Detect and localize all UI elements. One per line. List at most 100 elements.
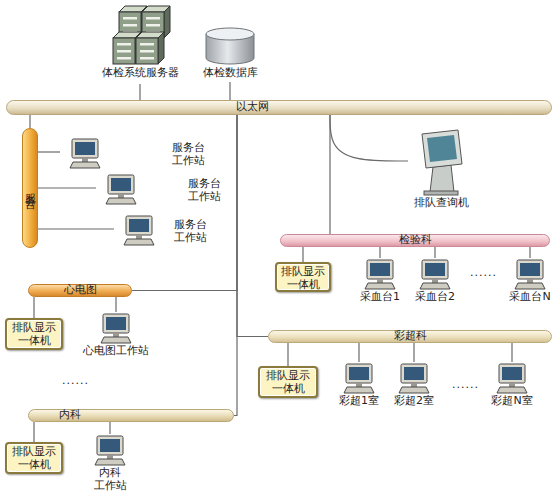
workstation: 服务台 工作站 [96, 173, 226, 207]
department-band: 彩超科 [268, 330, 552, 343]
kiosk-screen [427, 135, 457, 162]
keyboard [365, 283, 395, 289]
network-cable [38, 187, 96, 188]
network-bus: 以太网 [6, 100, 552, 115]
node-label: 排队显示 一体机 [260, 369, 316, 395]
server-front [136, 38, 158, 64]
monitor-stand [82, 158, 88, 162]
drive-bay [140, 57, 154, 60]
db-icon [195, 26, 265, 66]
network-cable [287, 343, 288, 366]
ellipsis-label: ...... [62, 374, 89, 387]
kiosk-pedestal [430, 165, 454, 192]
node-label: 服务台 工作站 [184, 177, 224, 203]
node-label: 服务台 工作站 [168, 141, 208, 167]
node-label: 服务台 工作站 [170, 218, 210, 244]
drive-bay [117, 57, 131, 60]
pc-icon [333, 362, 385, 394]
monitor-stand [107, 455, 113, 459]
keyboard [420, 283, 450, 289]
node-label: 检验科 [281, 234, 549, 245]
keyboard [124, 239, 154, 245]
monitor-stand [113, 333, 119, 337]
monitor-body [367, 260, 393, 279]
monitor-body [97, 436, 123, 455]
network-cable [29, 115, 30, 128]
network-cable [33, 297, 34, 318]
network-cable [358, 343, 359, 362]
workstation: 彩超N室 [486, 362, 538, 410]
department-band: 检验科 [280, 234, 550, 247]
monitor-body [103, 314, 129, 333]
monitor-body [422, 260, 448, 279]
drive-bay [146, 17, 160, 20]
drive-bay [140, 43, 154, 46]
node-label: 服务台 [23, 129, 37, 247]
node-label: 心电图 [29, 284, 131, 295]
server-side [158, 32, 164, 64]
workstation: 采血台N [505, 258, 555, 306]
monitor-screen [106, 317, 126, 330]
keyboard [101, 337, 131, 343]
monitor-stand [356, 383, 362, 387]
keyboard [399, 387, 429, 393]
network-cable [229, 82, 230, 100]
monitor-screen [425, 263, 445, 276]
monitor-stand [509, 383, 515, 387]
network-cable [511, 343, 512, 362]
monitor-screen [502, 367, 522, 380]
network-cable [302, 247, 303, 262]
monitor-stand [377, 279, 383, 283]
network-cable [237, 115, 268, 337]
pc-icon [505, 258, 555, 290]
node-label: 内科 [59, 409, 81, 420]
monitor-stand [527, 279, 533, 283]
ellipsis-label: ...... [452, 378, 479, 391]
monitor-body [346, 364, 372, 383]
node-label: 排队显示 一体机 [7, 445, 61, 471]
node-label: 体检数据库 [195, 66, 265, 79]
monitor-body [108, 175, 134, 194]
node-label: 采血台N [505, 290, 555, 303]
network-cable [434, 247, 435, 258]
monitor-stand [411, 383, 417, 387]
network-cable [413, 343, 414, 362]
database-top [206, 28, 254, 40]
pc-icon [80, 312, 152, 344]
monitor-body [499, 364, 525, 383]
workstation: 服务台 工作站 [60, 137, 210, 171]
network-cable [329, 115, 330, 234]
network-cable [330, 115, 408, 161]
network-cable [234, 115, 237, 416]
query-kiosk: 排队查询机 [408, 128, 474, 214]
department-band: 服务台 [22, 128, 38, 248]
keyboard [497, 387, 527, 393]
queue-display-box: 排队显示 一体机 [275, 262, 331, 292]
monitor-body [72, 139, 98, 158]
monitor-body [517, 260, 543, 279]
server-front [113, 38, 135, 64]
pc-icon [60, 137, 110, 171]
pc-icon [82, 434, 138, 466]
monitor-screen [129, 219, 149, 232]
monitor-body [126, 216, 152, 235]
kiosk-head [422, 130, 462, 168]
drive-bay [140, 50, 154, 53]
node-label: 采血台1 [355, 290, 405, 303]
monitor-screen [349, 367, 369, 380]
keyboard [344, 387, 374, 393]
node-label: 体检系统服务器 [95, 66, 185, 79]
node-label: 内科 工作站 [92, 466, 128, 492]
node-label: 以太网 [236, 100, 269, 113]
queue-display-box: 排队显示 一体机 [5, 442, 63, 474]
keyboard [95, 459, 125, 465]
database-cylinder: 体检数据库 [195, 26, 265, 82]
queue-display-box: 排队显示 一体机 [5, 318, 63, 350]
monitor-screen [370, 263, 390, 276]
kiosk-base [424, 191, 458, 195]
keyboard [106, 198, 136, 204]
workstation: 服务台 工作站 [114, 214, 214, 248]
monitor-stand [136, 235, 142, 239]
server-side [164, 6, 170, 38]
node-label: 彩超1室 [333, 394, 385, 407]
